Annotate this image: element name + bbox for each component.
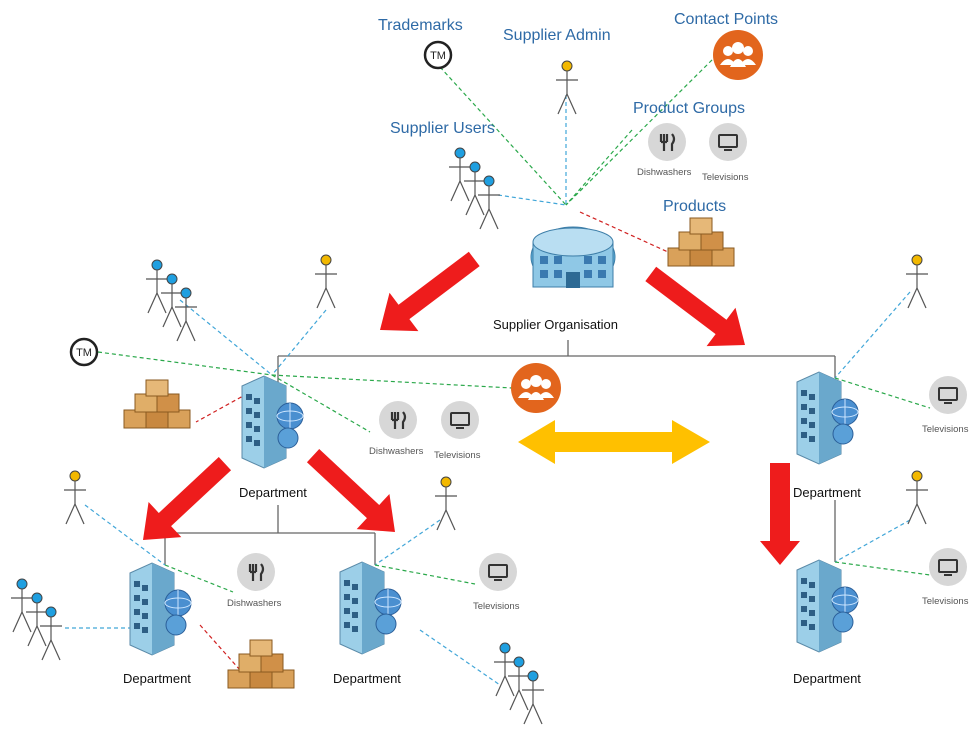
supplier-admin-label: Supplier Admin <box>503 27 611 44</box>
television-icon <box>709 123 747 161</box>
trademarks-label: Trademarks <box>378 17 463 34</box>
user-group-icon <box>448 147 501 230</box>
arrow-to-left-department <box>380 251 480 332</box>
contact-points-icon <box>511 363 561 413</box>
department-building-icon <box>796 371 859 465</box>
supplier-organisation-label: Supplier Organisation <box>493 317 619 332</box>
televisions-label: Televisions <box>434 450 481 461</box>
admin-person-icon <box>905 254 929 309</box>
television-icon <box>479 553 517 591</box>
tm-label: TM <box>76 347 92 359</box>
trademark-icon: TM <box>69 337 99 367</box>
televisions-label: Televisions <box>702 172 749 183</box>
arrow-to-sub-department-left <box>143 457 232 540</box>
product-groups-label: Product Groups <box>633 100 746 117</box>
dishwashers-label: Dishwashers <box>227 598 282 609</box>
products-label: Products <box>663 198 727 215</box>
relationship-links <box>65 54 931 686</box>
user-group-icon <box>145 259 198 342</box>
televisions-label: Televisions <box>922 424 969 435</box>
department-label: Department <box>239 485 307 500</box>
dishwasher-icon <box>648 123 686 161</box>
arrow-to-right-department <box>645 266 745 347</box>
trademark-icon: TM <box>423 40 453 70</box>
arrow-to-sub-department-right <box>306 449 395 532</box>
department-label: Department <box>123 671 191 686</box>
dishwashers-label: Dishwashers <box>637 167 692 178</box>
department-label: Department <box>793 485 861 500</box>
admin-person-icon <box>555 60 579 115</box>
organisation-building-icon <box>530 226 616 288</box>
televisions-label: Televisions <box>473 601 520 612</box>
contact-points-label: Contact Points <box>674 11 779 28</box>
televisions-label: Televisions <box>922 596 969 607</box>
arrow-to-right-sub-department <box>760 463 800 565</box>
products-boxes-icon <box>123 379 191 429</box>
products-boxes-icon <box>227 639 295 689</box>
television-icon <box>441 401 479 439</box>
hierarchy-connectors <box>164 340 836 565</box>
department-building-icon <box>129 562 192 656</box>
tm-label: TM <box>430 50 446 62</box>
contact-points-icon <box>713 30 763 80</box>
admin-person-icon <box>434 476 458 531</box>
admin-person-icon <box>314 254 338 309</box>
department-building-icon <box>339 561 402 655</box>
television-icon <box>929 376 967 414</box>
admin-person-icon <box>905 470 929 525</box>
supplier-users-label: Supplier Users <box>390 120 495 137</box>
admin-person-icon <box>63 470 87 525</box>
department-label: Department <box>793 671 861 686</box>
department-exchange-arrow <box>518 420 710 464</box>
dishwasher-icon <box>237 553 275 591</box>
television-icon <box>929 548 967 586</box>
department-building-icon <box>241 375 304 469</box>
dishwasher-icon <box>379 401 417 439</box>
dishwashers-label: Dishwashers <box>369 446 424 457</box>
department-label: Department <box>333 671 401 686</box>
hierarchy-arrows <box>143 251 800 565</box>
department-building-icon <box>796 559 859 653</box>
products-boxes-icon <box>667 217 735 267</box>
user-group-icon <box>493 642 545 725</box>
user-group-icon <box>10 578 63 661</box>
